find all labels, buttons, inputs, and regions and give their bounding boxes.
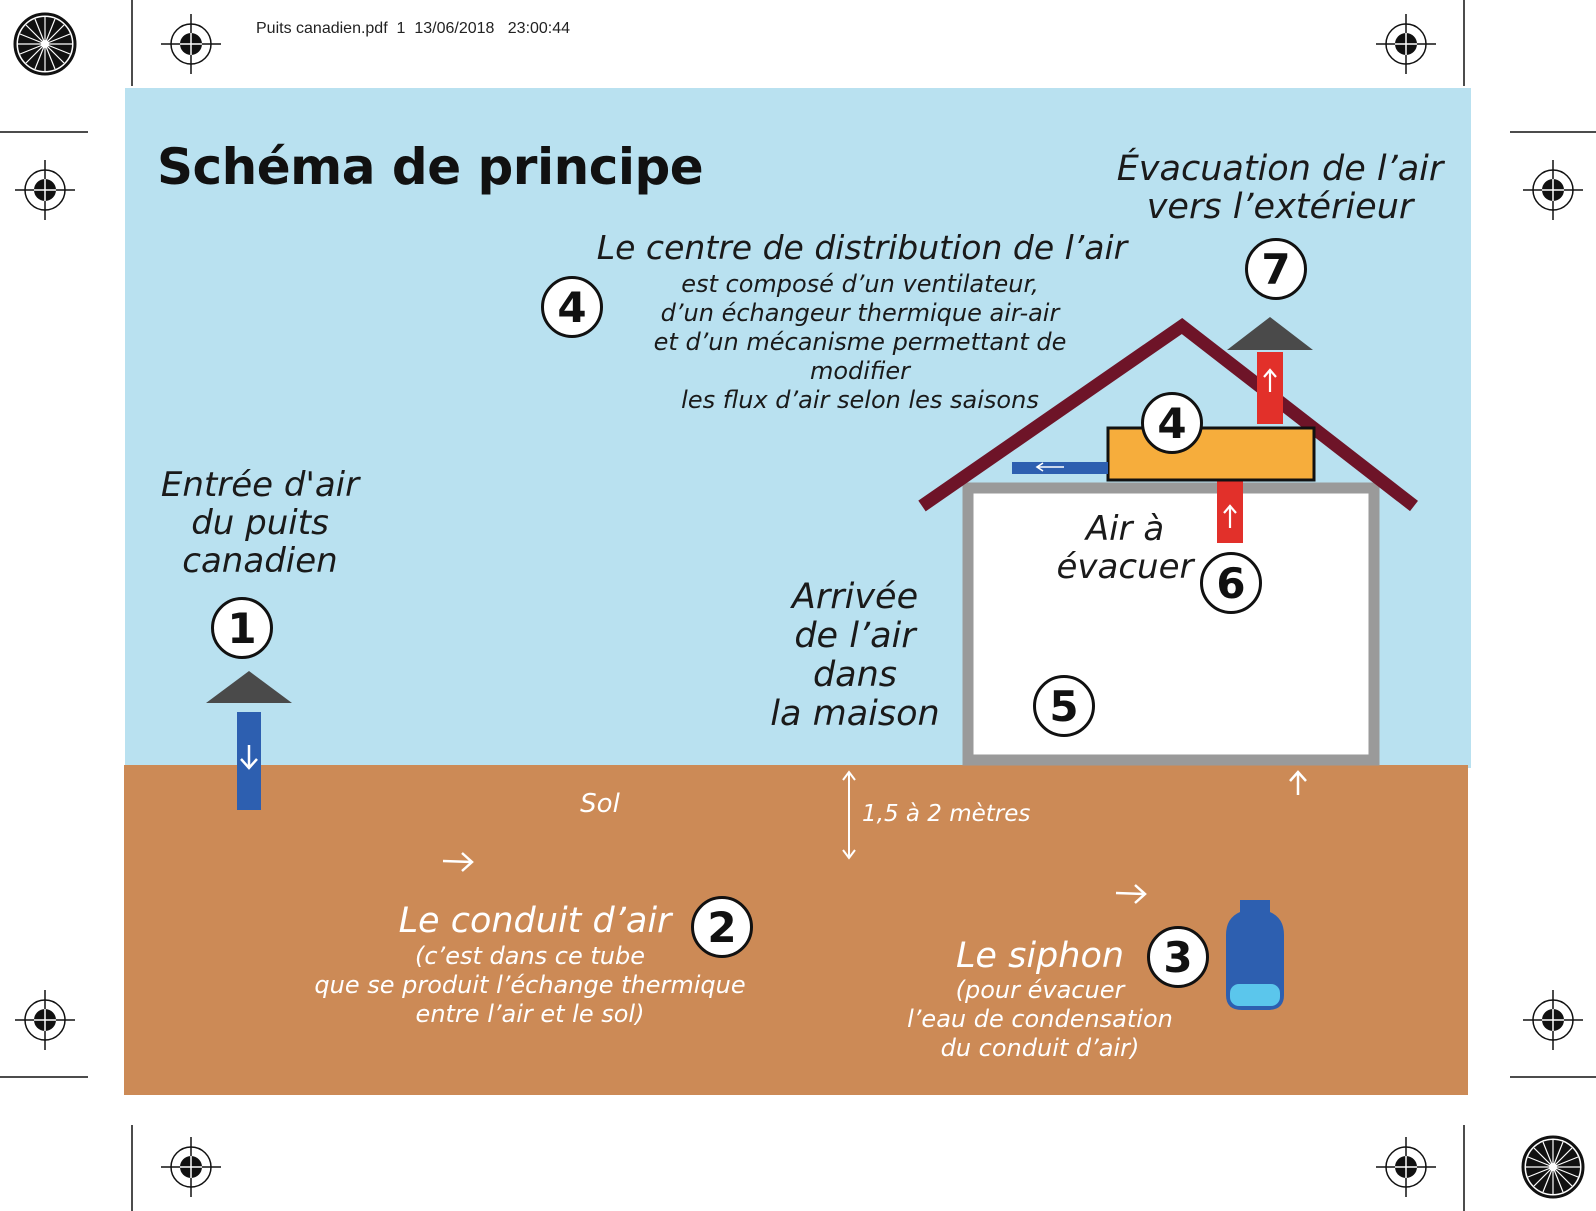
label-profondeur: 1,5 à 2 mètres [862, 801, 1031, 827]
slug-date: 13/06/2018 [414, 20, 495, 37]
vent-cap-intake [206, 671, 292, 703]
diagram-title: Schéma de principe [157, 138, 704, 196]
label-conduit-line: que se produit l’échange thermique [314, 971, 746, 999]
label-distribution-desc: est composé d’un ventilateur, d’un échan… [600, 270, 1120, 415]
label-distribution-line: et d’un mécanisme permettant de modifier [653, 328, 1067, 385]
arrow-up-icon [1223, 368, 1277, 528]
label-siphon-line: (pour évacuer [955, 976, 1125, 1004]
arrow-left-icon [1035, 462, 1064, 472]
registration-mark-icon [161, 14, 221, 74]
badge-7: 7 [1245, 238, 1307, 300]
registration-mark-icon [1376, 1137, 1436, 1197]
label-air-evacuer: Air à évacuer [1050, 510, 1200, 586]
label-entree-line: Entrée d'air [160, 465, 360, 505]
registration-mark-icon [1523, 160, 1583, 220]
label-siphon-line: l’eau de condensation [907, 1005, 1173, 1033]
label-air-evacuer-line: évacuer [1056, 547, 1194, 587]
label-arrivee: Arrivée de l’air dans la maison [760, 578, 950, 734]
slug-filename: Puits canadien.pdf [256, 20, 388, 37]
label-conduit-desc: (c’est dans ce tube que se produit l’éch… [300, 942, 760, 1029]
label-distribution-line: les flux d’air selon les saisons [681, 386, 1039, 414]
badge-6: 6 [1200, 552, 1262, 614]
arrow-right-icon [442, 852, 1147, 904]
registration-mark-icon [1523, 990, 1583, 1050]
label-conduit-line: entre l’air et le sol) [415, 1000, 645, 1028]
label-evacuation: Évacuation de l’air vers l’extérieur [1110, 150, 1450, 226]
registration-mark-icon [15, 990, 75, 1050]
starburst-mark-icon [1521, 1135, 1585, 1199]
starburst-mark-icon [13, 12, 77, 76]
siphon [1226, 900, 1284, 1010]
label-evacuation-line: Évacuation de l’air [1116, 149, 1444, 189]
air-distribution-unit [1106, 426, 1316, 482]
badge-3: 3 [1147, 926, 1209, 988]
label-conduit-title: Le conduit d’air [398, 901, 672, 941]
label-arrivee-line: de l’air [794, 616, 916, 656]
label-distribution-line: d’un échangeur thermique air-air [660, 299, 1060, 327]
badge-4-legend: 4 [541, 276, 603, 338]
label-entree-line: du puits [191, 503, 329, 543]
badge-1: 1 [211, 597, 273, 659]
siphon-water [1230, 984, 1280, 1006]
depth-indicator [842, 770, 856, 860]
registration-mark-icon [161, 1137, 221, 1197]
label-distribution-title: Le centre de distribution de l’air [596, 228, 1128, 267]
label-arrivee-line: Arrivée [791, 577, 919, 617]
label-siphon-line: du conduit d’air) [940, 1034, 1140, 1062]
label-air-evacuer-line: Air à [1085, 509, 1165, 549]
label-siphon-title: Le siphon [955, 936, 1125, 976]
label-conduit-line: (c’est dans ce tube [415, 942, 645, 970]
label-evacuation-line: vers l’extérieur [1146, 187, 1414, 227]
label-entree-line: canadien [182, 541, 338, 581]
registration-mark-icon [15, 160, 75, 220]
label-arrivee-line: dans [812, 655, 898, 695]
badge-2: 2 [691, 896, 753, 958]
label-arrivee-line: la maison [770, 694, 940, 734]
slug-page: 1 [396, 20, 406, 37]
print-slug: Puits canadien.pdf 1 13/06/2018 23:00:44 [256, 20, 570, 38]
label-sol: Sol [580, 789, 620, 819]
arrow-down-icon [240, 745, 258, 770]
registration-mark-icon [1376, 14, 1436, 74]
badge-5: 5 [1033, 675, 1095, 737]
label-siphon-desc: (pour évacuer l’eau de condensation du c… [900, 976, 1180, 1063]
arrow-down-icon [987, 625, 997, 652]
house-roof [918, 317, 1418, 512]
vent-cap-roof [1227, 317, 1313, 350]
label-entree: Entrée d'air du puits canadien [140, 466, 380, 580]
badge-4-unit: 4 [1141, 392, 1203, 454]
slug-time: 23:00:44 [507, 20, 571, 37]
arrow-up-icon [1289, 516, 1307, 795]
label-distribution-line: est composé d’un ventilateur, [681, 270, 1039, 298]
